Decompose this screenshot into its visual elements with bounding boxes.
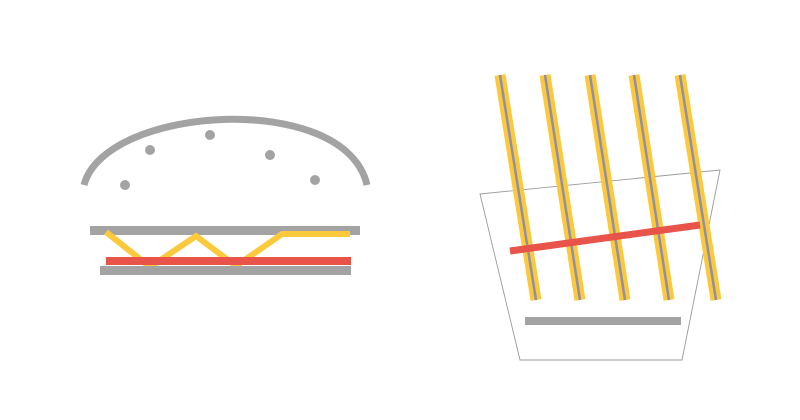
sesame-seed (145, 145, 155, 155)
fries-icon (479, 74, 722, 361)
sesame-seed (205, 130, 215, 140)
ketchup-layer (106, 257, 351, 265)
bun-upper-bar (90, 226, 360, 235)
container-base-bar (525, 317, 681, 325)
fry (539, 74, 586, 301)
sesame-seed (265, 150, 275, 160)
fries-container (479, 169, 721, 361)
fry (674, 74, 722, 301)
bun-lower-bar (100, 266, 351, 275)
ketchup-drizzle (509, 221, 701, 255)
sesame-seed (310, 175, 320, 185)
fry (584, 74, 631, 301)
bun-top (80, 115, 371, 187)
sesame-seed (120, 180, 130, 190)
fry (628, 74, 675, 301)
fry (494, 74, 542, 301)
sesame-seeds (120, 130, 320, 190)
burger-icon (80, 115, 371, 275)
